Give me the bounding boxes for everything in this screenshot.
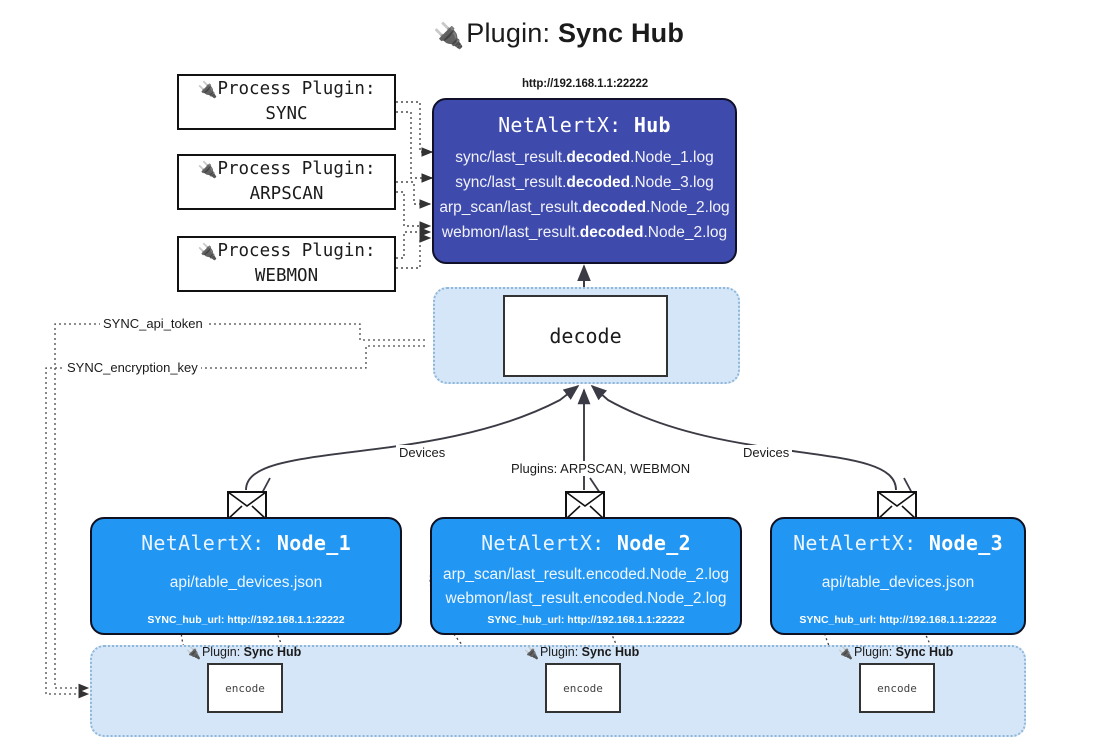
encode-box-node3[interactable]: encode — [859, 663, 935, 713]
node-title: NetAlertX: Node_3 — [793, 531, 1003, 555]
hub-title: NetAlertX: Hub — [498, 113, 671, 137]
page-title-name: Sync Hub — [557, 18, 685, 48]
label-devices-right: Devices — [740, 445, 793, 460]
process-plugin-name: SYNC — [265, 104, 308, 124]
edge-sync-to-log1 — [396, 101, 434, 157]
node-path-line: api/table_devices.json — [821, 574, 975, 591]
node-footer: SYNC_hub_url: http://192.168.1.1:22222 — [147, 614, 345, 626]
plug-icon: 🔌 — [432, 22, 465, 50]
envelope-stem-3 — [903, 477, 913, 494]
hub-log-line: sync/last_result.decoded.Node_3.log — [455, 174, 714, 192]
node-title: NetAlertX: Node_1 — [141, 531, 351, 555]
hub-log-line: arp_scan/last_result.decoded.Node_2.log — [439, 199, 730, 217]
encode-box-node1[interactable]: encode — [207, 663, 283, 713]
plug-icon: 🔌 — [186, 646, 201, 660]
label-plugins-mid: Plugins: ARPSCAN, WEBMON — [508, 461, 694, 476]
encode-caption-node1: 🔌Plugin: Sync Hub — [186, 645, 302, 660]
hub-box[interactable]: NetAlertX: Hub sync/last_result.decoded.… — [432, 98, 737, 264]
node-path-line: arp_scan/last_result.encoded.Node_2.log — [442, 566, 730, 583]
page-title: 🔌Plugin: Sync Hub — [0, 18, 1117, 51]
envelope-icon-node3 — [877, 491, 917, 520]
decode-box[interactable]: decode — [503, 295, 668, 377]
edge-webmon-to-log — [396, 227, 432, 259]
edge-arpscan-to-log2 — [396, 191, 432, 231]
hub-log-line: sync/last_result.decoded.Node_1.log — [455, 149, 714, 166]
edge-arpscan-to-log — [396, 181, 432, 209]
label-devices-left: Devices — [396, 445, 449, 460]
label-sync-api-token: SYNC_api_token — [100, 316, 206, 331]
label-sync-encryption-key: SYNC_encryption_key — [64, 360, 201, 375]
plug-icon: 🔌 — [524, 646, 539, 660]
hub-url-label: http://192.168.1.1:22222 — [521, 78, 649, 90]
encode-caption-node2: 🔌Plugin: Sync Hub — [524, 645, 640, 660]
process-plugin-label: Process Plugin: — [217, 78, 376, 99]
process-plugin-sync[interactable]: 🔌Process Plugin: SYNC — [177, 74, 396, 130]
envelope-stem-1 — [261, 477, 271, 494]
node-footer: SYNC_hub_url: http://192.168.1.1:22222 — [487, 614, 685, 626]
node-box-node3[interactable]: NetAlertX: Node_3 api/table_devices.json… — [770, 517, 1026, 635]
page-title-prefix: Plugin: — [466, 18, 558, 48]
envelope-icon-node1 — [227, 491, 267, 520]
envelope-stem-2 — [589, 477, 601, 494]
node-box-node2[interactable]: NetAlertX: Node_2 arp_scan/last_result.e… — [430, 517, 742, 635]
process-plugin-arpscan[interactable]: 🔌Process Plugin: ARPSCAN — [177, 154, 396, 210]
process-plugin-label: Process Plugin: — [217, 158, 376, 179]
node-title: NetAlertX: Node_2 — [481, 531, 691, 555]
edge-sync-to-log3 — [396, 111, 434, 183]
plug-icon: 🔌 — [197, 241, 218, 261]
plug-icon: 🔌 — [197, 79, 218, 99]
process-plugin-label: Process Plugin: — [217, 240, 376, 261]
envelope-icons — [227, 491, 917, 520]
plug-icon: 🔌 — [838, 646, 853, 660]
process-plugin-name: WEBMON — [254, 266, 319, 286]
node-path-line: api/table_devices.json — [169, 574, 323, 591]
encode-caption-node3: 🔌Plugin: Sync Hub — [838, 645, 954, 660]
node-footer: SYNC_hub_url: http://192.168.1.1:22222 — [799, 614, 997, 626]
hub-log-line: webmon/last_result.decoded.Node_2.log — [441, 224, 728, 242]
encode-box-node2[interactable]: encode — [545, 663, 621, 713]
edge-webmon-to-log2 — [396, 233, 432, 269]
process-plugin-name: ARPSCAN — [249, 184, 324, 204]
envelope-icon-node2 — [565, 491, 605, 520]
plug-icon: 🔌 — [197, 159, 218, 179]
node-path-line: webmon/last_result.encoded.Node_2.log — [445, 590, 727, 608]
process-plugin-webmon[interactable]: 🔌Process Plugin: WEBMON — [177, 236, 396, 292]
node-box-node1[interactable]: NetAlertX: Node_1 api/table_devices.json… — [90, 517, 402, 635]
